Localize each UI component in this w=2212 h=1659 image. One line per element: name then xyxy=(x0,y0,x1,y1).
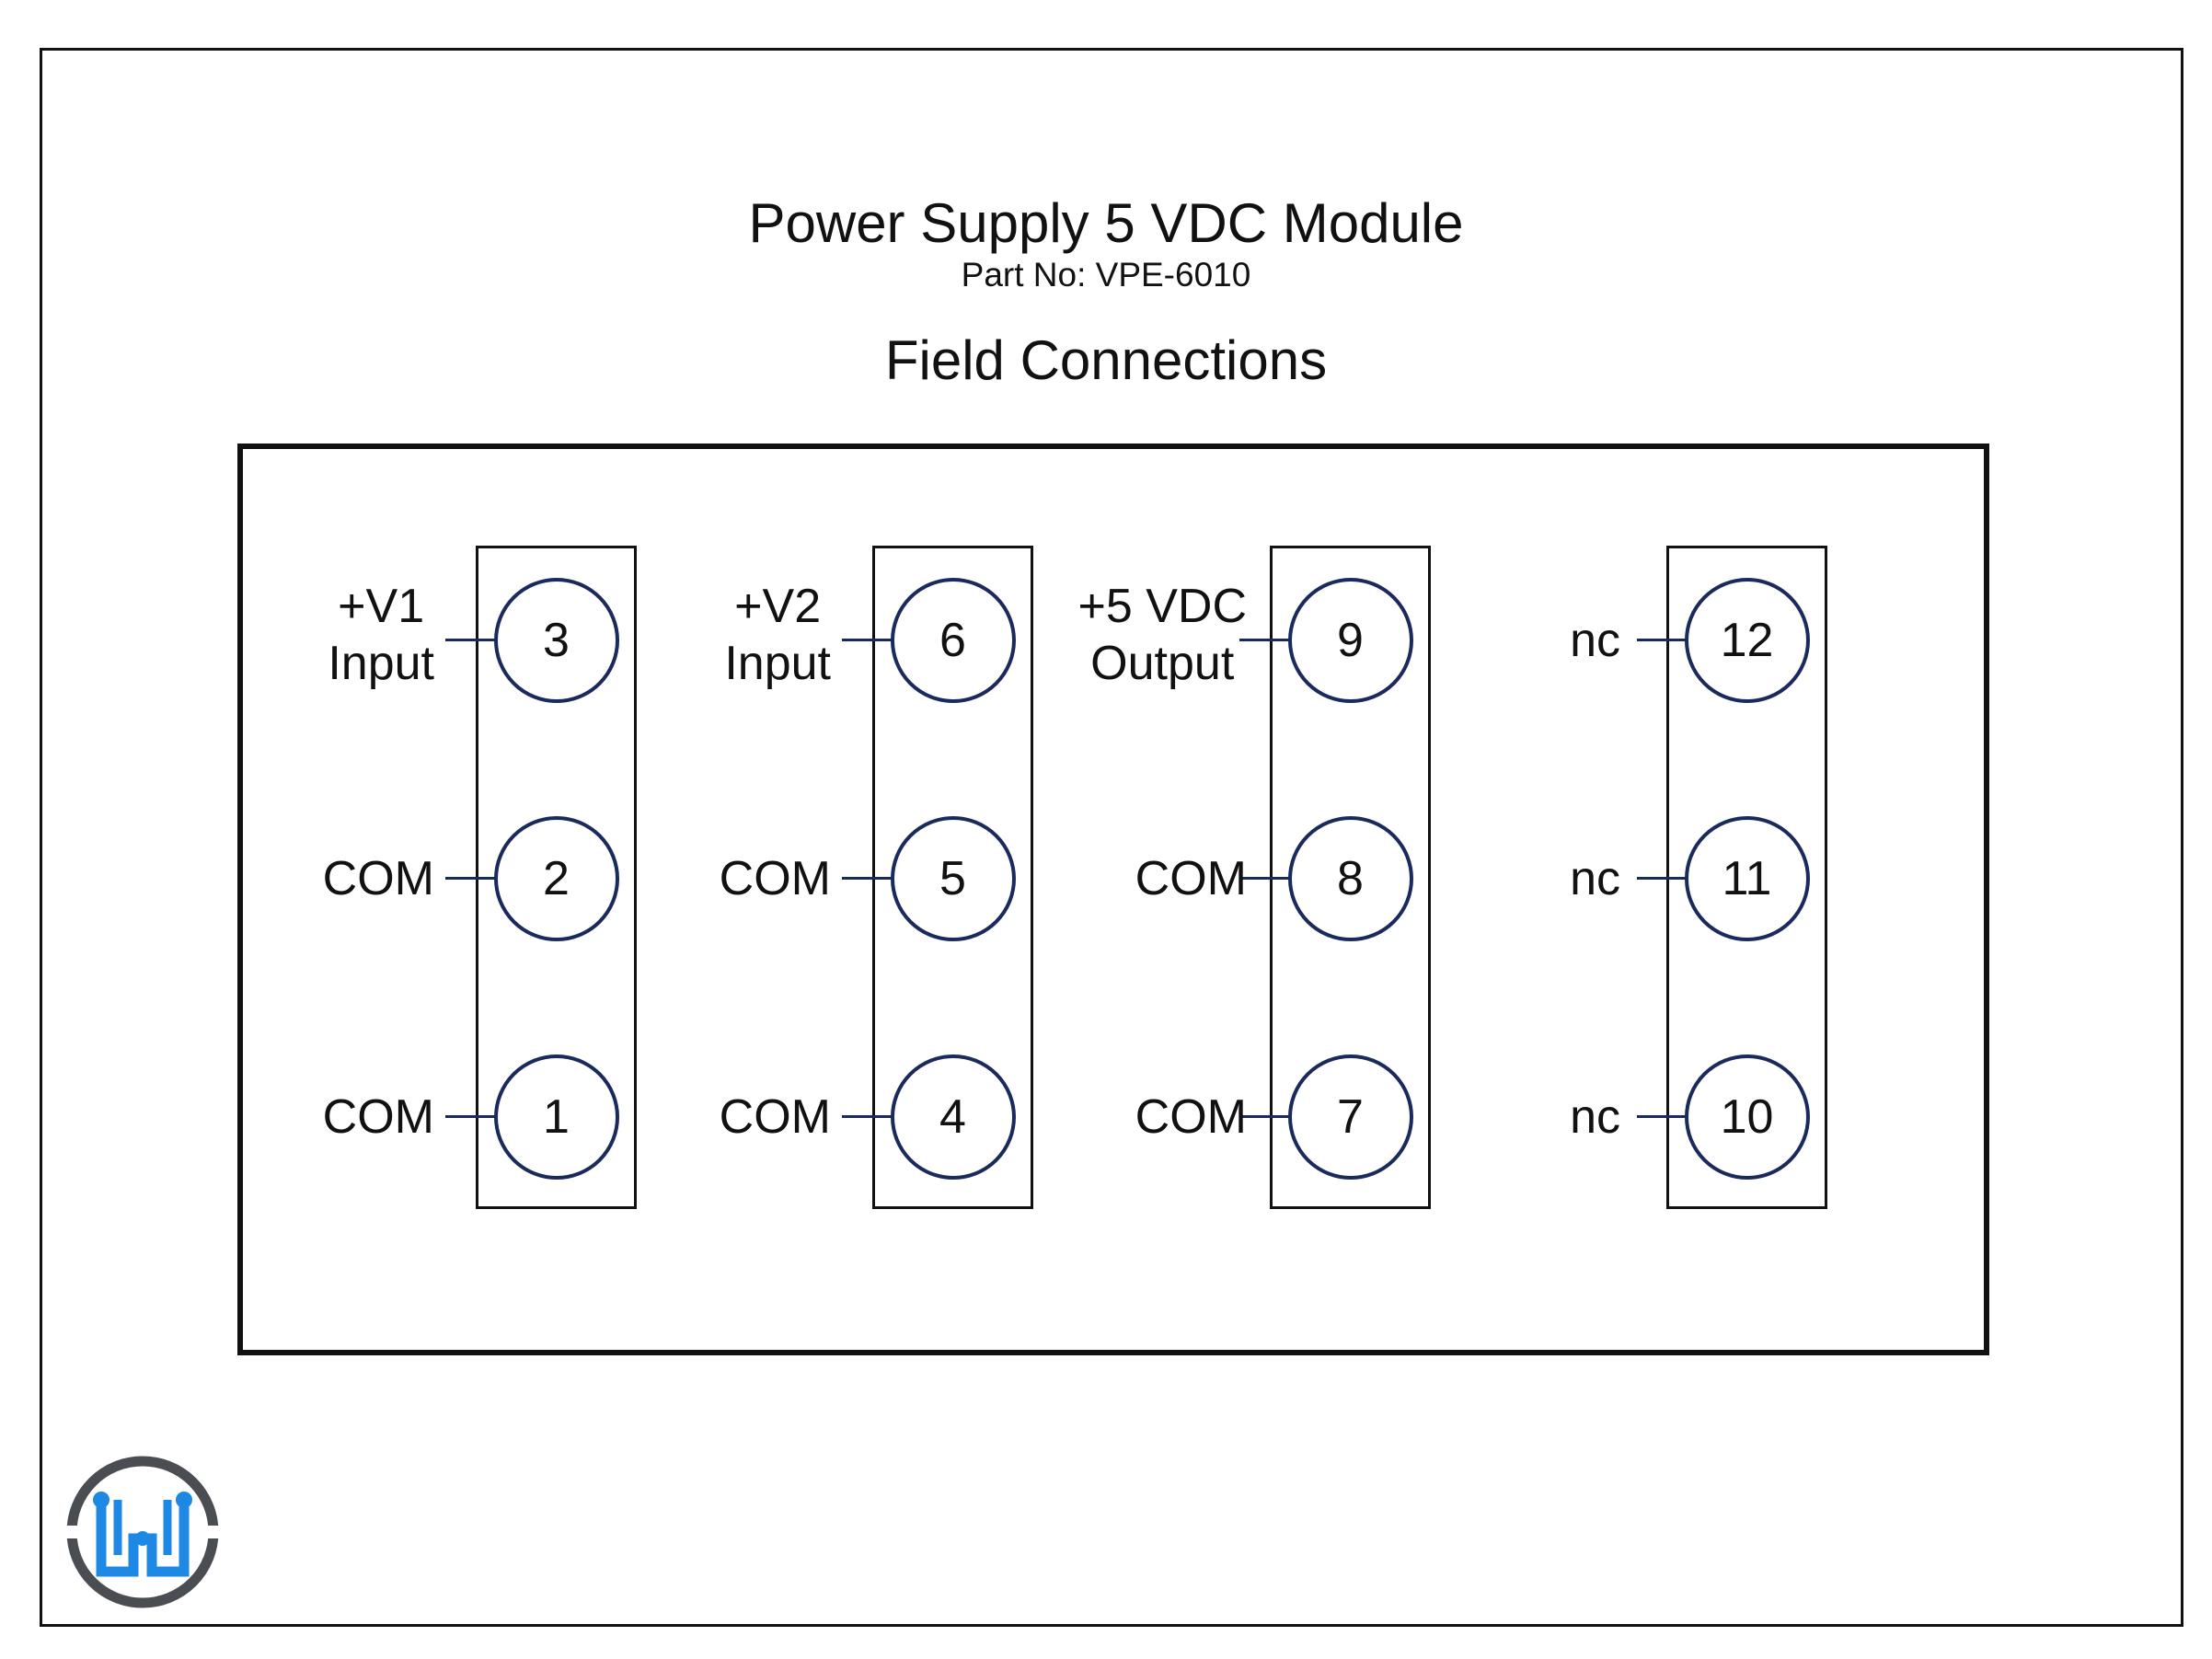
page-frame xyxy=(40,48,2183,1627)
field-connections-panel xyxy=(237,444,1989,1355)
terminal-2: 2 xyxy=(493,816,619,941)
terminal-wire xyxy=(842,639,894,641)
logo-dot-left xyxy=(93,1492,109,1508)
logo-ring-gap-left xyxy=(64,1526,79,1538)
terminal-wire xyxy=(842,1115,894,1118)
terminal-wire xyxy=(1637,877,1688,880)
terminal-7: 7 xyxy=(1287,1054,1413,1180)
terminal-wire xyxy=(842,877,894,880)
terminal-3: 3 xyxy=(493,578,619,703)
terminal-wire xyxy=(1239,639,1292,641)
terminal-label: COM xyxy=(719,852,831,905)
terminal-1: 1 xyxy=(493,1054,619,1180)
terminal-wire xyxy=(445,1115,498,1118)
terminal-label: COM xyxy=(322,852,434,905)
terminal-8: 8 xyxy=(1287,816,1413,941)
terminal-wire xyxy=(1239,1115,1292,1118)
terminal-label: nc xyxy=(1570,852,1620,905)
part-number: Part No: VPE-6010 xyxy=(961,256,1251,294)
page-title: Power Supply 5 VDC Module xyxy=(748,192,1464,254)
terminal-wire xyxy=(445,877,498,880)
terminal-12: 12 xyxy=(1684,578,1810,703)
terminal-5: 5 xyxy=(890,816,1016,941)
logo-ring-gap-right xyxy=(206,1526,221,1538)
logo-dot-right xyxy=(176,1492,192,1508)
terminal-label: nc xyxy=(1570,614,1620,667)
terminal-wire xyxy=(1239,877,1292,880)
terminal-11: 11 xyxy=(1684,816,1810,941)
terminal-label: COM xyxy=(1135,852,1247,905)
terminal-4: 4 xyxy=(890,1054,1016,1180)
terminal-wire xyxy=(445,639,498,641)
logo-mark-inner xyxy=(113,1500,172,1555)
terminal-wire xyxy=(1637,1115,1688,1118)
terminal-6: 6 xyxy=(890,578,1016,703)
terminal-9: 9 xyxy=(1287,578,1413,703)
terminal-label: nc xyxy=(1570,1090,1620,1144)
terminal-label: COM xyxy=(322,1090,434,1144)
logo-dot-center xyxy=(135,1531,150,1546)
company-logo-icon xyxy=(64,1456,221,1608)
terminal-label: COM xyxy=(1135,1090,1247,1144)
terminal-wire xyxy=(1637,639,1688,641)
section-title: Field Connections xyxy=(884,329,1328,391)
terminal-label: COM xyxy=(719,1090,831,1144)
terminal-10: 10 xyxy=(1684,1054,1810,1180)
